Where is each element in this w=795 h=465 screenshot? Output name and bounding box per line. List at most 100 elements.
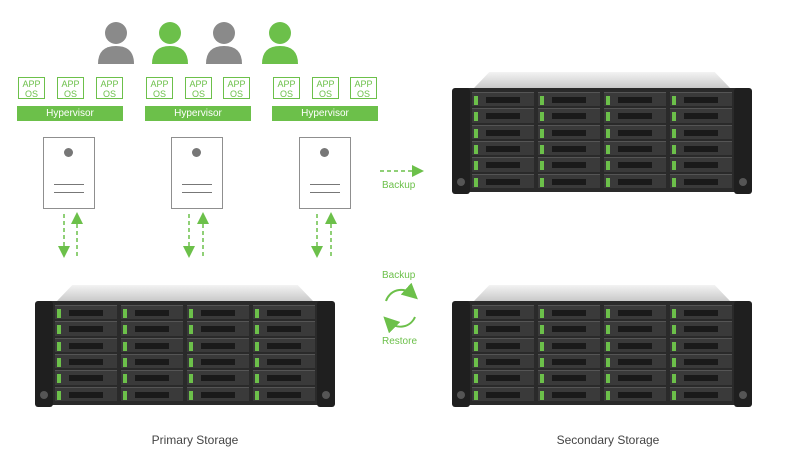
drive-bay (55, 353, 117, 369)
drive-bay (187, 353, 249, 369)
drive-bay (55, 321, 117, 336)
server-tower (299, 137, 351, 209)
user-icon-1 (98, 20, 134, 64)
drive-bay (538, 157, 600, 172)
restore-label: Restore (382, 336, 418, 347)
secondary-storage-caption: Secondary Storage (556, 433, 660, 447)
drive-bay (121, 370, 183, 385)
drive-bay (538, 140, 600, 156)
drive-bay (55, 337, 117, 352)
drive-bay (472, 305, 534, 320)
drive-bay (604, 157, 666, 172)
drive-bay (472, 370, 534, 385)
drive-bay (604, 305, 666, 320)
drive-bay (604, 92, 666, 107)
drive-bay (253, 353, 315, 369)
backup-label: Backup (382, 270, 416, 281)
drive-bay (670, 321, 732, 336)
drive-bay (604, 173, 666, 188)
drive-bay (604, 124, 666, 139)
drive-bay (670, 370, 732, 385)
drive-bay (472, 386, 534, 401)
drive-bay (538, 173, 600, 188)
drive-bay (472, 140, 534, 156)
drive-bay (670, 353, 732, 369)
drive-bay (121, 321, 183, 336)
drive-bay (253, 386, 315, 401)
drive-bay (604, 370, 666, 385)
drive-bay (472, 108, 534, 123)
hypervisor-bar: Hypervisor (17, 106, 123, 121)
drive-bay (187, 337, 249, 352)
server-tower (171, 137, 223, 209)
user-icon-3 (206, 20, 242, 64)
drive-bay (472, 157, 534, 172)
drive-bay (670, 108, 732, 123)
drive-bay (472, 92, 534, 107)
primary-storage-caption: Primary Storage (151, 433, 239, 447)
drive-bay (670, 157, 732, 172)
storage-unit-top-right (452, 72, 752, 197)
user-icon-4 (262, 20, 298, 64)
drive-bay (538, 108, 600, 123)
hypervisor-bar: Hypervisor (145, 106, 251, 121)
drive-bay (472, 124, 534, 139)
drive-bay (670, 386, 732, 401)
drive-bay (604, 386, 666, 401)
drive-bay (253, 337, 315, 352)
drive-bay (121, 337, 183, 352)
drive-bay (472, 337, 534, 352)
drive-bay (472, 353, 534, 369)
drive-bay (538, 370, 600, 385)
drive-bay (253, 305, 315, 320)
secondary-storage-unit (452, 285, 752, 410)
drive-bay (538, 124, 600, 139)
drive-bay (604, 337, 666, 352)
drive-bay (538, 321, 600, 336)
drive-bay (538, 353, 600, 369)
drive-bay (538, 92, 600, 107)
drive-bay (670, 337, 732, 352)
drive-bay (670, 140, 732, 156)
backup-label: Backup (382, 180, 416, 191)
drive-bay (121, 353, 183, 369)
drive-bay (538, 305, 600, 320)
drive-bay (670, 173, 732, 188)
drive-bay (121, 386, 183, 401)
hypervisor-bar: Hypervisor (272, 106, 378, 121)
drive-bay (55, 305, 117, 320)
drive-bay (253, 321, 315, 336)
drive-bay (187, 305, 249, 320)
drive-bay (604, 321, 666, 336)
drive-bay (670, 92, 732, 107)
drive-bay (604, 353, 666, 369)
drive-bay (538, 337, 600, 352)
drive-bay (55, 370, 117, 385)
drive-bay (670, 305, 732, 320)
drive-bay (121, 305, 183, 320)
drive-bay (670, 124, 732, 139)
drive-bay (253, 370, 315, 385)
drive-bay (55, 386, 117, 401)
drive-bay (472, 321, 534, 336)
drive-bay (604, 140, 666, 156)
drive-bay (187, 370, 249, 385)
primary-storage-unit (35, 285, 335, 410)
server-tower (43, 137, 95, 209)
sync-cycle-icon (383, 282, 418, 334)
drive-bay (538, 386, 600, 401)
drive-bay (472, 173, 534, 188)
drive-bay (604, 108, 666, 123)
drive-bay (187, 386, 249, 401)
